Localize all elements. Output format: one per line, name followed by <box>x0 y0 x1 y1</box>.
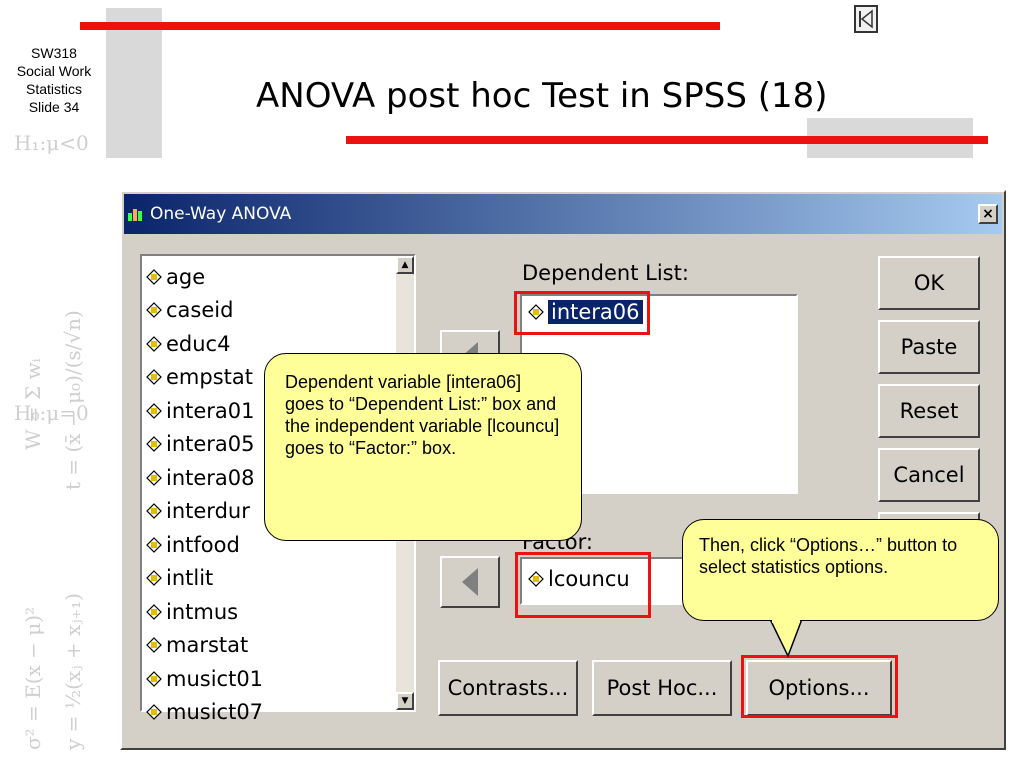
variable-name: caseid <box>166 298 234 323</box>
options-button[interactable]: Options... <box>746 660 892 716</box>
options-highlight-box <box>741 655 898 718</box>
numeric-variable-icon <box>146 503 162 520</box>
variable-name: empstat <box>166 365 253 390</box>
paste-button[interactable]: Paste <box>878 320 980 374</box>
red-accent-line-bottom <box>346 136 988 144</box>
scroll-down-icon: ▼ <box>401 696 409 706</box>
first-slide-nav-button[interactable] <box>854 5 878 33</box>
cancel-button[interactable]: Cancel <box>878 448 980 502</box>
variable-list-item[interactable]: marstat <box>146 629 263 663</box>
math-watermark: H₁:μ<0 H₀:μ=0 σ² = E(x − μ)² W = Σ wᵢ y … <box>14 131 89 751</box>
factor-item-label: lcouncu <box>548 567 630 591</box>
variable-list-item[interactable]: intera05 <box>146 428 263 462</box>
dependent-item-label: intera06 <box>548 300 643 324</box>
factor-highlight-box <box>515 552 651 618</box>
callout-left-text: Dependent variable [intera06] goes to “D… <box>285 372 560 458</box>
numeric-variable-icon <box>146 536 162 553</box>
dependent-list-label: Dependent List: <box>522 261 689 285</box>
variable-name: intera01 <box>166 398 255 423</box>
variable-list-item[interactable]: musict07 <box>146 696 263 730</box>
skip-back-icon <box>859 9 873 29</box>
arrow-left-icon <box>462 568 478 596</box>
slide-meta: SW318 Social Work Statistics Slide 34 <box>4 44 104 116</box>
variable-name: intfood <box>166 532 240 557</box>
post-hoc-button[interactable]: Post Hoc... <box>592 660 732 716</box>
spss-app-icon <box>128 207 144 221</box>
variable-items: age caseid educ4 empstat intera01 intera05 int… <box>146 260 263 729</box>
numeric-variable-icon <box>146 436 162 453</box>
variable-name: intmus <box>166 599 239 624</box>
callout-right-text: Then, click “Options…” button to select … <box>699 535 958 577</box>
variable-name: marstat <box>166 633 249 658</box>
variable-name: musict07 <box>166 700 264 725</box>
numeric-variable-icon <box>528 304 544 320</box>
variable-list-item[interactable]: interdur <box>146 495 263 529</box>
scroll-up-icon: ▲ <box>401 260 409 270</box>
numeric-variable-icon <box>146 402 162 419</box>
numeric-variable-icon <box>146 335 162 352</box>
variable-list-item[interactable]: intmus <box>146 595 263 629</box>
dependent-list-item[interactable]: intera06 <box>528 300 643 324</box>
course-code: SW318 <box>31 45 77 61</box>
factor-field[interactable]: lcouncu <box>520 557 690 605</box>
close-button[interactable]: × <box>978 204 998 224</box>
variable-list-item[interactable]: age <box>146 260 263 294</box>
variable-name: age <box>166 264 206 289</box>
slide-title: ANOVA post hoc Test in SPSS (18) <box>256 76 828 116</box>
scroll-down-button[interactable]: ▼ <box>396 692 414 710</box>
variable-list-item[interactable]: intlit <box>146 562 263 596</box>
callout-dependent-factor: Dependent variable [intera06] goes to “D… <box>264 353 582 541</box>
variable-name: intera08 <box>166 465 255 490</box>
variable-name: interdur <box>166 499 250 524</box>
factor-item[interactable]: lcouncu <box>528 567 630 591</box>
variable-list-item[interactable]: empstat <box>146 361 263 395</box>
numeric-variable-icon <box>528 571 544 587</box>
numeric-variable-icon <box>146 369 162 386</box>
svg-text:H₀:μ=0: H₀:μ=0 <box>14 401 89 425</box>
svg-text:H₁:μ<0: H₁:μ<0 <box>14 131 89 155</box>
dialog-title: One-Way ANOVA <box>150 204 292 224</box>
variable-list-item[interactable]: caseid <box>146 294 263 328</box>
variable-name: musict01 <box>166 666 264 691</box>
dialog-titlebar[interactable]: One-Way ANOVA × <box>124 194 1002 234</box>
svg-text:y = ½(xⱼ + xⱼ₊₁): y = ½(xⱼ + xⱼ₊₁) <box>61 593 85 751</box>
numeric-variable-icon <box>146 469 162 486</box>
variable-name: educ4 <box>166 331 231 356</box>
variable-list-item[interactable]: intfood <box>146 528 263 562</box>
contrasts-button[interactable]: Contrasts... <box>438 660 578 716</box>
close-icon: × <box>982 206 994 222</box>
course-subject-line2: Statistics <box>25 81 82 97</box>
numeric-variable-icon <box>146 268 162 285</box>
dependent-highlight-box <box>514 291 650 335</box>
callout-options: Then, click “Options…” button to select … <box>682 519 999 621</box>
ok-button[interactable]: OK <box>878 256 980 310</box>
variable-list-item[interactable]: intera08 <box>146 461 263 495</box>
numeric-variable-icon <box>146 704 162 721</box>
course-subject-line1: Social Work <box>16 63 92 79</box>
svg-text:t = (x̄ − μ₀)/(s/√n): t = (x̄ − μ₀)/(s/√n) <box>61 310 85 490</box>
variable-name: intlit <box>166 566 214 591</box>
numeric-variable-icon <box>146 603 162 620</box>
callout-pointer-join <box>772 617 800 623</box>
numeric-variable-icon <box>146 570 162 587</box>
variable-name: intera05 <box>166 432 255 457</box>
red-accent-line-top <box>80 22 720 30</box>
svg-text:σ² = E(x − μ)²: σ² = E(x − μ)² <box>21 607 45 750</box>
slide-gray-column <box>106 8 162 158</box>
variable-list-item[interactable]: educ4 <box>146 327 263 361</box>
variable-list-item[interactable]: intera01 <box>146 394 263 428</box>
scroll-up-button[interactable]: ▲ <box>396 256 414 274</box>
svg-text:W = Σ wᵢ: W = Σ wᵢ <box>21 358 45 450</box>
move-to-factor-button[interactable] <box>440 556 500 608</box>
numeric-variable-icon <box>146 637 162 654</box>
reset-button[interactable]: Reset <box>878 384 980 438</box>
slide-number: Slide 34 <box>28 99 80 115</box>
numeric-variable-icon <box>146 302 162 319</box>
variable-list-item[interactable]: musict01 <box>146 662 263 696</box>
numeric-variable-icon <box>146 670 162 687</box>
